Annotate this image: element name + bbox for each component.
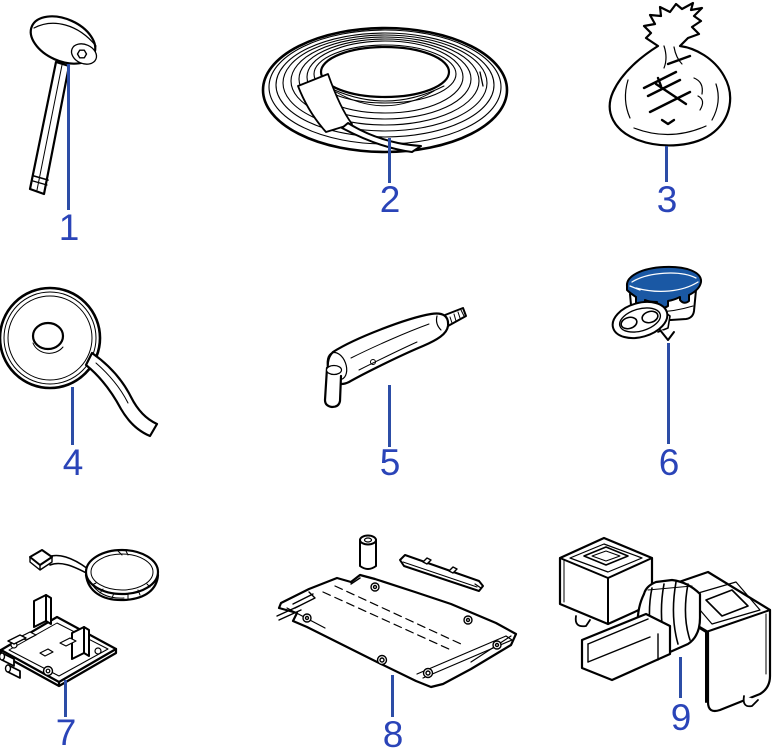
part-number-6: 6 (658, 442, 680, 483)
part-3: 3 (598, 0, 748, 230)
callout-line-9 (679, 657, 682, 698)
part-number-7: 7 (55, 712, 77, 753)
part-number-1: 1 (58, 207, 80, 248)
coupler-illustration (323, 307, 467, 409)
callout-line-2 (388, 138, 391, 183)
part-7: 7 (0, 545, 170, 754)
callout-line-4 (71, 387, 74, 445)
bag-drawing (608, 1, 732, 147)
callout-line-5 (388, 385, 391, 447)
part-4: 4 (0, 283, 175, 498)
boundary-wire-coil-illustration (261, 26, 509, 154)
part-number-8: 8 (382, 714, 404, 754)
part-6: 6 (610, 264, 720, 499)
wire-connector-drawing (611, 265, 702, 341)
circuit-board-illustration (0, 548, 160, 688)
wire-connector-illustration (611, 265, 702, 341)
tape-roll-drawing (0, 286, 159, 438)
part-2: 2 (258, 24, 518, 234)
part-5: 5 (315, 306, 480, 496)
bag-of-staples-illustration (608, 1, 732, 147)
housing-drawing (558, 536, 772, 713)
part-number-4: 4 (62, 442, 84, 483)
base-plate-illustration (276, 534, 518, 689)
pcb-sensor-drawing (0, 548, 160, 688)
part-1: 1 (18, 6, 128, 256)
mallet-drawing (28, 15, 98, 196)
part-8: 8 (265, 528, 527, 754)
mallet-illustration (28, 15, 98, 196)
callout-line-8 (391, 675, 394, 717)
callout-line-3 (665, 146, 668, 182)
callout-line-6 (667, 343, 670, 444)
part-number-2: 2 (379, 179, 401, 220)
coil-drawing (261, 26, 509, 154)
part-number-9: 9 (670, 697, 692, 738)
part-number-5: 5 (379, 442, 401, 483)
callout-line-1 (67, 64, 70, 210)
base-plate-drawing (276, 534, 518, 689)
connector-housing-illustration (558, 536, 772, 713)
part-number-3: 3 (656, 179, 678, 220)
coupler-drawing (323, 307, 467, 409)
part-9: 9 (548, 524, 782, 754)
callout-line-7 (64, 680, 67, 717)
fixing-tape-roll-illustration (0, 286, 159, 438)
